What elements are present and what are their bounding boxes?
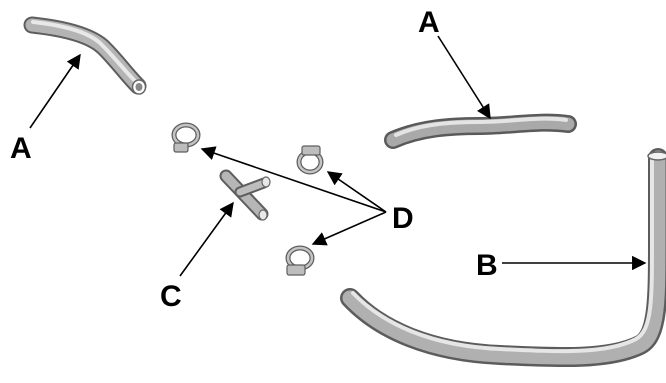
hose-a-upper-left [23,16,147,95]
label-a-upper-left: A [10,132,32,165]
hose-b [340,148,666,368]
label-c: C [160,280,182,313]
clamp-d-2 [296,145,324,175]
label-d: D [392,202,414,235]
leader-a-upper-right [437,35,491,120]
leader-c [179,201,234,277]
label-b: B [476,249,498,282]
label-a-upper-right: A [418,6,440,39]
hose-a-upper-right [384,113,577,149]
clamp-d-1 [171,122,201,153]
clamp-d-3 [285,245,315,276]
t-connector-c [219,169,271,221]
leader-d-2 [326,171,387,213]
leader-a-upper-left [29,53,81,129]
leader-d-3 [311,211,387,246]
leader-d-1 [200,146,387,213]
